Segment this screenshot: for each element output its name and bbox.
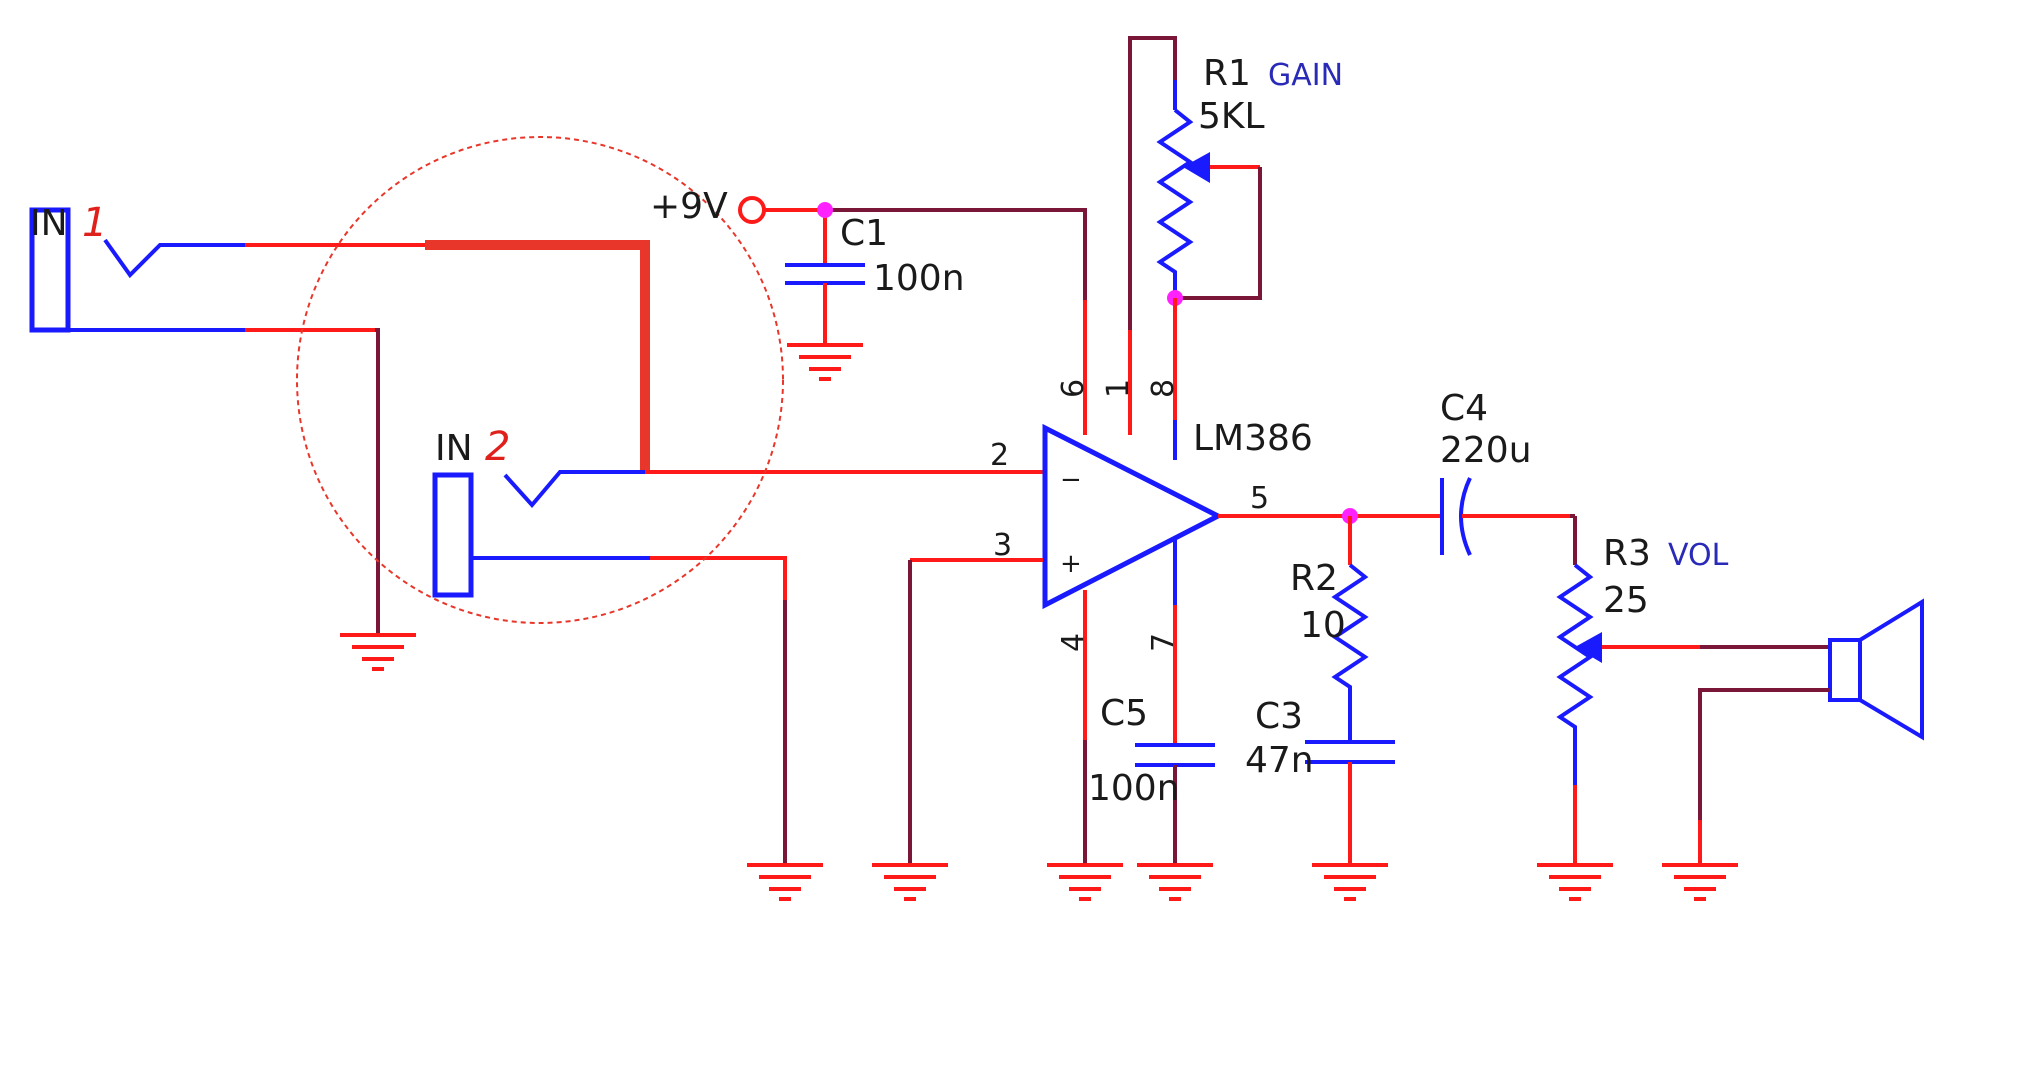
- pin-7-label: 7: [1146, 633, 1181, 652]
- c5-name: C5: [1100, 693, 1148, 734]
- c4-plate-curved: [1459, 477, 1472, 556]
- ground-symbol-c5: [1135, 863, 1215, 901]
- wire-speaker-ground: [1698, 688, 1830, 865]
- r1-value: 5KL: [1198, 96, 1265, 137]
- wire-in1-to-in2-bridge: [425, 240, 650, 472]
- pin-5-label: 5: [1250, 481, 1269, 516]
- ground-symbol-speaker: [1660, 863, 1740, 901]
- supply-label: +9V: [650, 186, 728, 227]
- pin-2-label: 2: [990, 438, 1009, 473]
- r1-resistor: [1156, 108, 1194, 298]
- pin-4-label: 4: [1056, 633, 1091, 652]
- pin-8-label: 8: [1146, 379, 1181, 398]
- ground-symbol-in2: [745, 863, 825, 901]
- r1-function: GAIN: [1268, 58, 1343, 93]
- ground-symbol-pin3: [870, 863, 950, 901]
- wire-r1-wiper-loop: [1175, 167, 1262, 300]
- opamp-minus: −: [1060, 465, 1082, 495]
- r3-wiper-arrow: [1575, 632, 1602, 663]
- r2-resistor: [1331, 563, 1369, 742]
- c4-name: C4: [1440, 388, 1488, 429]
- pin-1-label: 1: [1101, 379, 1136, 398]
- c4-value: 220u: [1440, 430, 1532, 471]
- highlight-circle: [296, 136, 784, 624]
- ground-symbol-r3: [1535, 863, 1615, 901]
- wire-in1-ground: [375, 328, 380, 635]
- input-jack-2: [432, 470, 650, 598]
- r3-function: VOL: [1668, 538, 1729, 573]
- r3-name: R3: [1603, 533, 1651, 574]
- c1-value: 100n: [873, 258, 965, 299]
- r3-value: 25: [1603, 580, 1649, 621]
- ground-symbol-in1: [338, 633, 418, 671]
- wire-supply-to-pin6: [825, 208, 1087, 300]
- r2-name: R2: [1290, 558, 1338, 599]
- pin-6-label: 6: [1056, 379, 1091, 398]
- wire-in2-ground-red: [650, 556, 787, 865]
- pin-3-label: 3: [993, 528, 1012, 563]
- input-jack-1: [29, 207, 245, 333]
- opamp-plus: +: [1060, 549, 1082, 579]
- c3-value: 47n: [1245, 740, 1314, 781]
- r3-resistor: [1556, 563, 1594, 785]
- c1-name: C1: [840, 213, 888, 254]
- supply-terminal: [738, 196, 766, 224]
- input-2-number: 2: [485, 424, 510, 470]
- input-1-label: IN: [30, 203, 68, 244]
- r1-name: R1: [1203, 53, 1251, 94]
- input-2-label: IN: [435, 428, 473, 469]
- input-1-number: 1: [82, 200, 107, 246]
- ground-symbol-c1: [785, 343, 865, 381]
- ground-symbol-c3: [1310, 863, 1390, 901]
- junction-supply: [817, 202, 833, 218]
- c5-value: 100n: [1088, 768, 1180, 809]
- c3-name: C3: [1255, 696, 1303, 737]
- ic-name: LM386: [1193, 418, 1313, 459]
- r2-value: 10: [1300, 605, 1346, 646]
- r1-wiper-arrow: [1183, 152, 1210, 183]
- ground-symbol-pin4: [1045, 863, 1125, 901]
- wire-pin1: [1128, 36, 1177, 435]
- lm386-opamp: [1042, 423, 1224, 610]
- speaker-icon: [1828, 598, 1924, 741]
